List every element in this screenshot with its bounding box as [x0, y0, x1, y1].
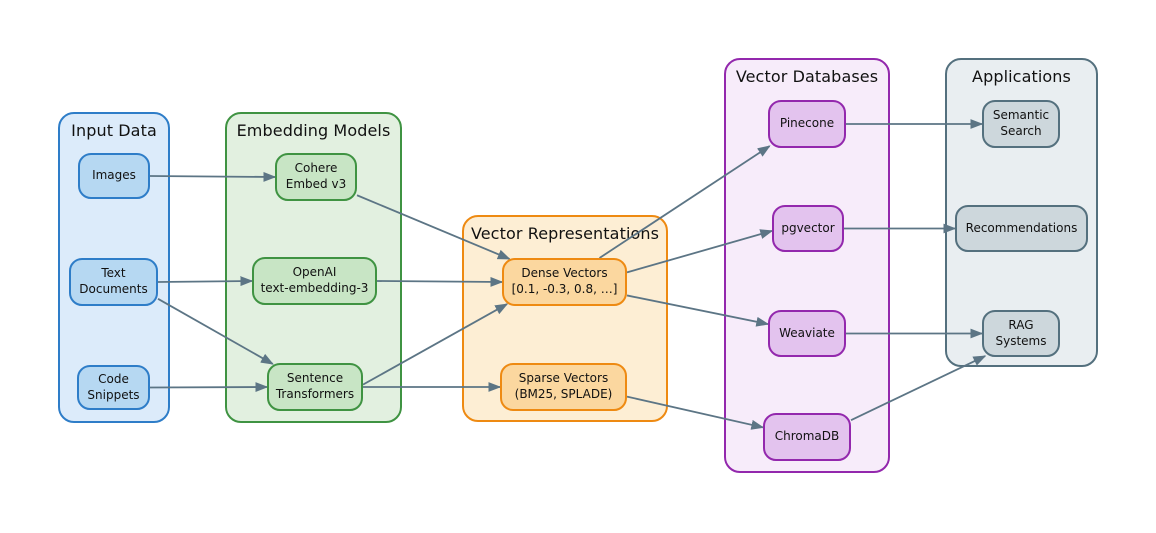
node-dense-vectors: Dense Vectors [0.1, -0.3, 0.8, …] [502, 258, 627, 306]
node-pgvector: pgvector [772, 205, 844, 252]
node-text-documents: Text Documents [69, 258, 158, 306]
node-pinecone: Pinecone [768, 100, 846, 148]
group-title-embedding-models: Embedding Models [236, 121, 391, 140]
node-label-text-documents: Text Documents [79, 266, 148, 296]
node-label-sparse-vectors: Sparse Vectors (BM25, SPLADE) [514, 371, 613, 401]
node-label-sentence-transformers: Sentence Transformers [275, 371, 355, 401]
node-label-weaviate: Weaviate [779, 325, 835, 340]
group-title-vector-databases: Vector Databases [735, 67, 879, 86]
node-code-snippets: Code Snippets [77, 365, 150, 410]
node-chromadb: ChromaDB [763, 413, 851, 461]
node-recommendations: Recommendations [955, 205, 1088, 252]
node-weaviate: Weaviate [768, 310, 846, 357]
node-label-dense-vectors: Dense Vectors [0.1, -0.3, 0.8, …] [511, 266, 618, 296]
group-title-applications: Applications [972, 67, 1071, 86]
node-label-semantic-search: Semantic Search [992, 108, 1050, 138]
node-label-recommendations: Recommendations [965, 220, 1078, 235]
node-rag-systems: RAG Systems [982, 310, 1060, 357]
node-label-pgvector: pgvector [781, 220, 835, 235]
group-title-vector-representations: Vector Representations [470, 224, 660, 243]
node-label-rag-systems: RAG Systems [995, 317, 1047, 348]
node-openai-text-embedding-3: OpenAI text-embedding-3 [252, 257, 377, 305]
group-title-input-data: Input Data [71, 121, 157, 140]
node-label-cohere-embed-v3: Cohere Embed v3 [285, 161, 347, 191]
node-label-openai-text-embedding-3: OpenAI text-embedding-3 [260, 265, 369, 295]
node-sentence-transformers: Sentence Transformers [267, 363, 363, 411]
node-label-images: Images [92, 168, 136, 183]
node-cohere-embed-v3: Cohere Embed v3 [275, 153, 357, 201]
node-sparse-vectors: Sparse Vectors (BM25, SPLADE) [500, 363, 627, 411]
node-label-chromadb: ChromaDB [774, 429, 840, 444]
node-label-pinecone: Pinecone [779, 116, 835, 131]
node-images: Images [78, 153, 150, 199]
node-label-code-snippets: Code Snippets [87, 371, 140, 402]
node-semantic-search: Semantic Search [982, 100, 1060, 148]
